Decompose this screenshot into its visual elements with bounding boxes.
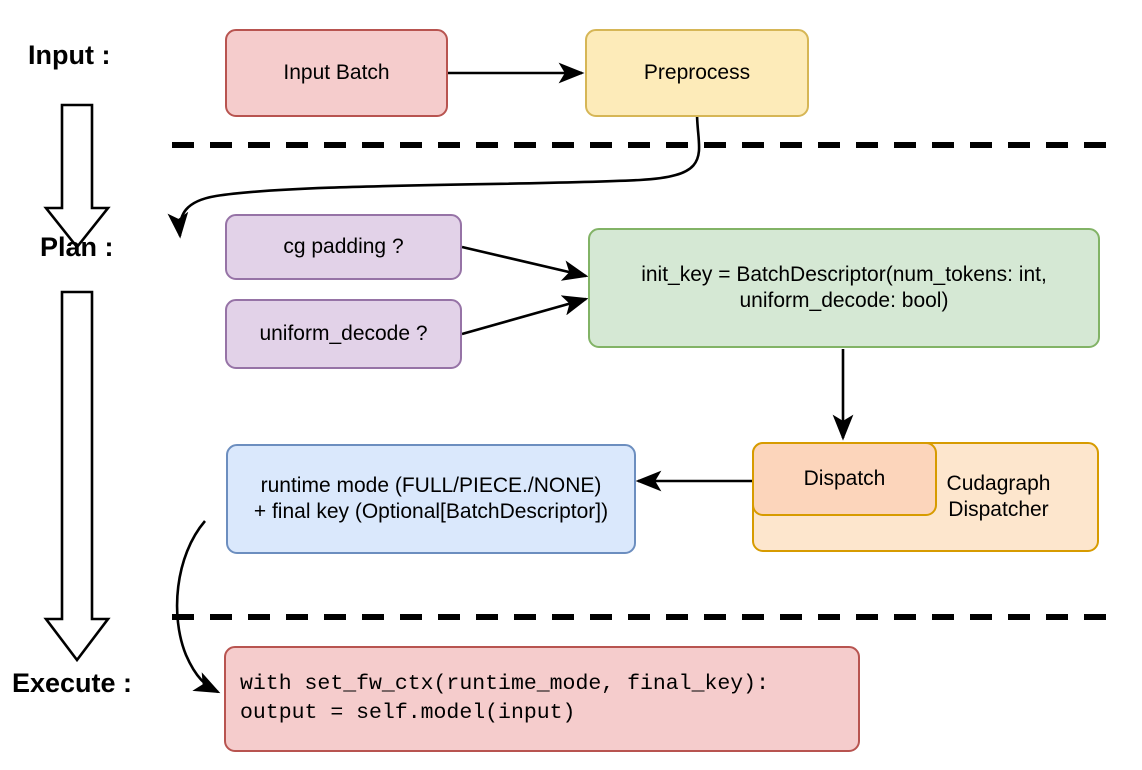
node-preprocess[interactable]: Preprocess (585, 29, 809, 117)
cg-padding-to-init-key (461, 245, 589, 281)
node-execute-code[interactable]: with set_fw_ctx(runtime_mode, final_key)… (224, 646, 860, 752)
node-cg-padding[interactable]: cg padding ? (225, 214, 462, 280)
node-init-key[interactable]: init_key = BatchDescriptor(num_tokens: i… (588, 228, 1100, 348)
node-uniform-decode[interactable]: uniform_decode ? (225, 299, 462, 369)
node-runtime-mode[interactable]: runtime mode (FULL/PIECE./NONE) + final … (226, 444, 636, 554)
runtime-mode-to-execute-code (175, 520, 221, 694)
input-to-plan-big-arrow (43, 103, 111, 250)
plan-to-execute-big-arrow (43, 290, 111, 663)
stage-label-execute: Execute : (12, 668, 133, 698)
uniform-decode-to-init-key (461, 295, 589, 336)
stage-label-plan: Plan : (40, 232, 114, 262)
stage-label-input: Input : (28, 40, 111, 70)
node-input-batch[interactable]: Input Batch (225, 29, 448, 117)
node-dispatch[interactable]: Dispatch (752, 442, 937, 516)
node-cudagraph-dispatcher-label: Cudagraph Dispatcher (946, 471, 1051, 521)
